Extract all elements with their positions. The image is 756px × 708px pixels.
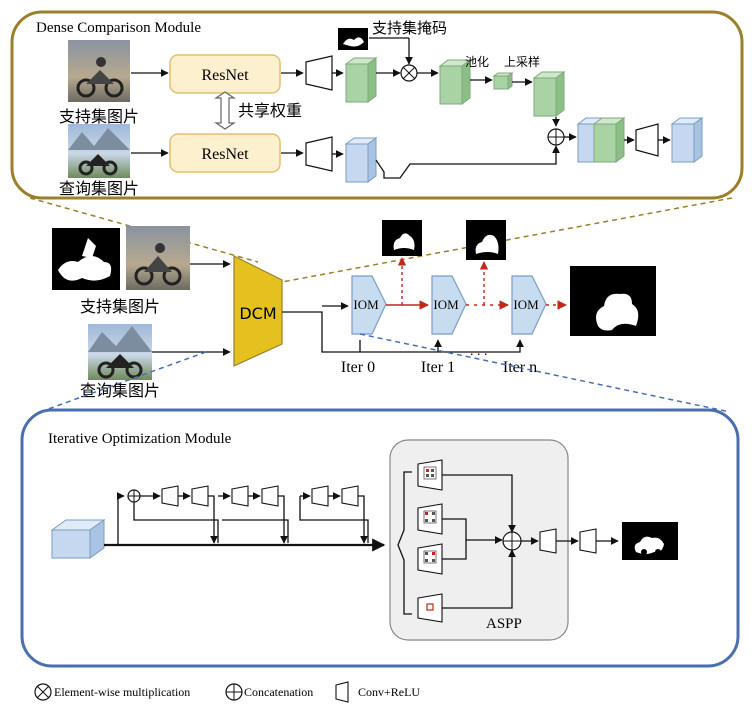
dcm-label: DCM	[239, 304, 276, 323]
iom-label-0: IOM	[353, 297, 379, 312]
query-image-label-main: 查询集图片	[80, 381, 160, 400]
pooled-feature-block	[492, 72, 514, 90]
legend-concat-label: Concatenation	[244, 685, 313, 699]
shared-weights-label: 共享权重	[238, 101, 302, 120]
resnet-label-bottom: ResNet	[201, 146, 249, 163]
legend-conv-icon	[335, 681, 349, 703]
conv-block-bottom	[305, 136, 333, 172]
query-feature-block	[344, 137, 378, 183]
concat-feature-block	[576, 117, 626, 163]
iom-block-n	[511, 275, 547, 335]
iter-label-1: Iter 1	[421, 359, 455, 376]
support-mask-thumb-main	[52, 228, 120, 290]
aspp-branch-3	[417, 543, 443, 575]
pooling-label: 池化	[465, 55, 489, 69]
iter-label-0: Iter 0	[341, 359, 375, 376]
support-image-thumb-top	[68, 40, 130, 102]
iom-block-1	[431, 275, 467, 335]
resnet-label-top: ResNet	[201, 67, 249, 84]
final-mask	[570, 266, 656, 336]
iom-concat-icon	[127, 489, 141, 503]
aspp-label: ASPP	[486, 616, 522, 632]
upsample-label: 上采样	[504, 54, 540, 69]
multiply-icon	[400, 64, 418, 82]
dcm-output-block	[670, 117, 704, 163]
resnet-box-bottom	[169, 133, 281, 173]
concat-icon	[547, 128, 565, 146]
conv-block-concat	[635, 123, 659, 157]
iom-input-block	[50, 519, 106, 559]
iom-label-1: IOM	[433, 297, 459, 312]
upsampled-feature-block	[532, 71, 566, 117]
query-image-thumb-main	[88, 324, 152, 380]
iom-zoom-line-left	[39, 351, 207, 413]
iom-section-title: Iterative Optimization Module	[48, 431, 232, 447]
iom-zoom-line-right	[359, 333, 731, 413]
aspp-branch-1	[417, 459, 443, 491]
iom-block-0	[351, 275, 387, 335]
iter-dots: . . .	[470, 344, 488, 359]
legend-multiply-label: Element-wise multiplication	[54, 685, 190, 699]
dcm-section-title: Dense Comparison Module	[36, 20, 201, 36]
iter0-mask	[382, 220, 422, 256]
support-image-thumb-main	[126, 226, 190, 290]
aspp-branch-4	[417, 593, 443, 623]
dcm-block	[233, 255, 283, 367]
legend-multiply-icon	[34, 683, 52, 701]
iom-section-frame	[20, 408, 740, 668]
iter1-mask	[466, 220, 506, 260]
conv-block-top	[305, 55, 333, 91]
support-mask-label: 支持集掩码	[372, 19, 447, 37]
iom-output-mask	[622, 522, 678, 560]
iom-label-n: IOM	[513, 297, 539, 312]
support-feature-block	[344, 57, 378, 103]
query-image-label-top: 查询集图片	[59, 179, 139, 198]
support-image-label-top: 支持集图片	[59, 107, 139, 126]
legend-concat-icon	[225, 683, 243, 701]
shared-weights-arrow-icon	[214, 91, 236, 130]
aspp-conv-out	[539, 528, 557, 554]
dcm-zoom-line-right	[281, 197, 733, 283]
aspp-concat-icon	[502, 531, 522, 551]
support-image-label-main: 支持集图片	[80, 297, 160, 316]
legend-conv-label: Conv+ReLU	[358, 685, 420, 699]
support-mask-thumb	[338, 28, 368, 50]
aspp-branch-brace	[397, 471, 412, 615]
query-image-thumb-top	[68, 124, 130, 178]
iom-conv-final	[579, 528, 597, 554]
masked-feature-block	[438, 59, 472, 105]
dcm-section-frame	[10, 10, 744, 200]
aspp-branch-2	[417, 503, 443, 535]
